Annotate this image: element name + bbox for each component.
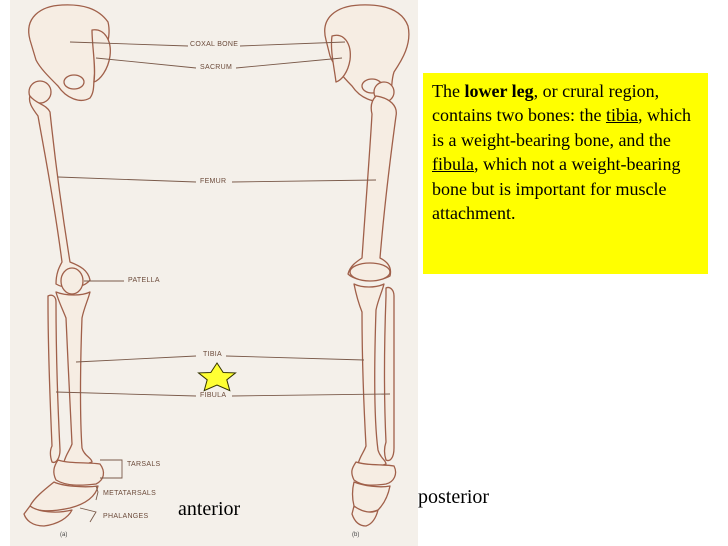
- anterior-fibula: [47, 294, 61, 464]
- posterior-femur: [347, 95, 397, 281]
- anterior-patella: [60, 267, 84, 295]
- anterior-tarsals: [53, 459, 105, 486]
- info-text-7: , which not a weight-bearing bone but is…: [432, 154, 681, 224]
- label-fibula: FIBULA: [200, 392, 227, 399]
- anterior-sacrum: [91, 29, 111, 83]
- label-tibia: TIBIA: [203, 351, 223, 358]
- anterior-femur: [28, 95, 91, 289]
- posterior-knee-condyles: [349, 262, 391, 282]
- anterior-tibia: [55, 291, 93, 466]
- info-text-3: , or crural region, contains two bones: …: [432, 81, 660, 126]
- anterior-metatarsals: [29, 481, 99, 512]
- star-marker: [197, 362, 237, 392]
- term-lower-leg: lower leg: [464, 81, 534, 101]
- caption-posterior: posterior: [418, 486, 490, 508]
- posterior-tibia: [353, 283, 387, 468]
- info-text-5: , which is a weight-bearing bone, and th…: [432, 105, 691, 150]
- label-phalanges: PHALANGES: [103, 513, 149, 520]
- label-patella: PATELLA: [128, 277, 160, 284]
- anterior-leg-bones: [23, 4, 111, 527]
- term-fibula: fibula: [432, 154, 474, 175]
- posterior-phalanges: [351, 505, 379, 527]
- posterior-coxal-bone: [324, 4, 410, 102]
- label-femur: FEMUR: [200, 178, 227, 185]
- anterior-phalanges: [23, 505, 73, 527]
- lower-leg-info-box: The lower leg, or crural region, contain…: [423, 73, 708, 274]
- panel-label-a: (a): [60, 532, 68, 538]
- label-coxal-bone: COXAL BONE: [190, 41, 239, 48]
- posterior-metatarsals: [351, 481, 391, 513]
- label-metatarsals: METATARSALS: [103, 490, 157, 497]
- leader-lines: [55, 41, 391, 523]
- label-sacrum: SACRUM: [200, 64, 233, 71]
- posterior-tarsals: [351, 461, 397, 486]
- panel-label-b: (b): [352, 532, 360, 538]
- term-tibia: tibia: [605, 105, 638, 126]
- posterior-leg-bones: [324, 4, 410, 527]
- posterior-sacrum: [330, 34, 351, 83]
- label-tarsals: TARSALS: [127, 461, 161, 468]
- posterior-fibula: [383, 286, 395, 462]
- anterior-obturator: [63, 74, 85, 90]
- info-text-1: The: [432, 81, 465, 101]
- caption-anterior: anterior: [178, 498, 241, 520]
